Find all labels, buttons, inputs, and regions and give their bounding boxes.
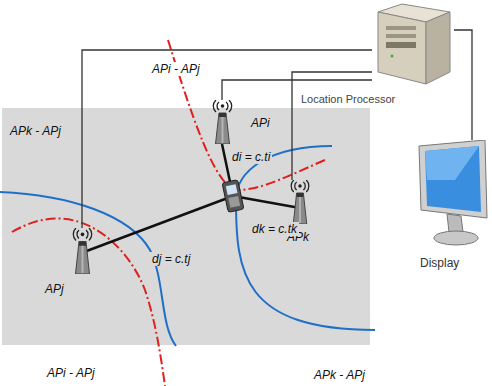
node-label: Display	[419, 256, 460, 270]
network-wire	[292, 72, 372, 180]
diagram-label: dj = c.tj	[150, 252, 192, 266]
access-point-icon	[288, 180, 312, 224]
node-label: APi	[250, 116, 271, 130]
access-point-icon	[210, 100, 235, 144]
location-processor: Location Processor	[372, 2, 454, 86]
network-wire	[82, 50, 372, 228]
hyperbola-red	[12, 40, 325, 386]
diagram-label: APi - APj	[150, 62, 202, 76]
diagram-label: APi - APj	[45, 366, 97, 380]
coverage-area	[2, 108, 370, 345]
hyperbola-blue	[0, 146, 375, 346]
diagram-label: APk - APj	[8, 124, 63, 138]
access-point: APi	[210, 100, 235, 144]
access-point: APk	[288, 180, 312, 224]
diagram-label: APk - APj	[312, 368, 367, 382]
node-label: APj	[44, 282, 65, 296]
display-monitor: Display	[415, 140, 490, 250]
diagram-label: di = c.ti	[230, 150, 272, 164]
diagram-label: dk = c.tk	[250, 222, 299, 236]
location-processor-icon	[372, 2, 454, 86]
display-monitor-icon	[415, 140, 490, 250]
network-wire	[454, 30, 472, 140]
mobile-phone	[222, 180, 244, 213]
access-point: APj	[70, 228, 95, 274]
node-label: Location Processor	[300, 92, 396, 106]
distance-lines	[84, 144, 300, 252]
access-point-icon	[70, 228, 95, 274]
